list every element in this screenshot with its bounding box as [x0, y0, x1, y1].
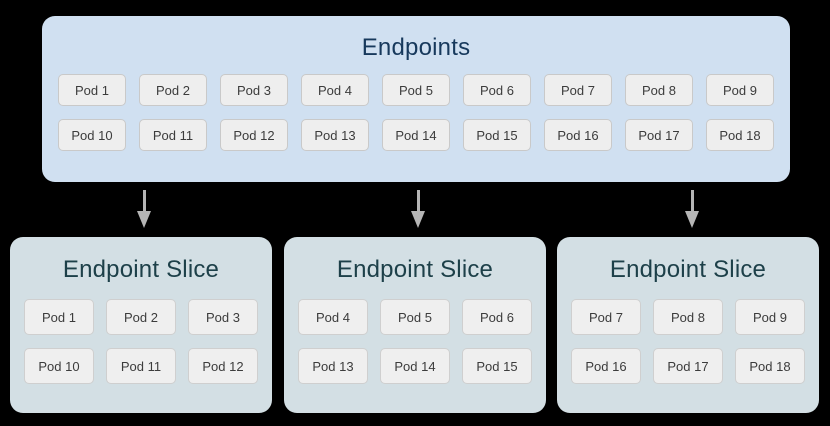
endpoint-slice-title: Endpoint Slice	[336, 256, 494, 283]
pod-chip: Pod 3	[188, 299, 258, 335]
pod-chip: Pod 4	[301, 74, 369, 106]
arrow-shaft	[417, 190, 420, 214]
arrow-head	[137, 211, 151, 228]
pod-chip: Pod 16	[571, 348, 641, 384]
pod-chip: Pod 6	[462, 299, 532, 335]
pod-chip: Pod 10	[58, 119, 126, 151]
endpoint-slice-container: Endpoint Slice Pod 7 Pod 8 Pod 9 Pod 16 …	[557, 237, 819, 413]
pod-chip: Pod 7	[544, 74, 612, 106]
endpoints-container: Endpoints Pod 1 Pod 2 Pod 3 Pod 4 Pod 5 …	[42, 16, 790, 182]
endpoints-pod-grid: Pod 1 Pod 2 Pod 3 Pod 4 Pod 5 Pod 6 Pod …	[42, 74, 790, 164]
arrow-head	[685, 211, 699, 228]
pod-chip: Pod 14	[382, 119, 450, 151]
arrow-down-icon	[682, 190, 702, 228]
pod-chip: Pod 10	[24, 348, 94, 384]
endpoint-slice-title: Endpoint Slice	[609, 256, 767, 283]
pod-chip: Pod 9	[735, 299, 805, 335]
arrow-shaft	[691, 190, 694, 214]
pod-chip: Pod 6	[463, 74, 531, 106]
endpoints-pod-row: Pod 1 Pod 2 Pod 3 Pod 4 Pod 5 Pod 6 Pod …	[42, 74, 790, 106]
endpoint-slice-pod-grid: Pod 4 Pod 5 Pod 6 Pod 13 Pod 14 Pod 15	[284, 299, 546, 397]
endpoint-slice-pod-grid: Pod 7 Pod 8 Pod 9 Pod 16 Pod 17 Pod 18	[557, 299, 819, 397]
arrow-down-icon	[134, 190, 154, 228]
arrow-shaft	[143, 190, 146, 214]
arrow-down-icon	[408, 190, 428, 228]
pod-chip: Pod 5	[382, 74, 450, 106]
endpoints-title: Endpoints	[361, 34, 471, 61]
pod-chip: Pod 17	[625, 119, 693, 151]
pod-chip: Pod 12	[220, 119, 288, 151]
endpoint-slice-pod-row: Pod 16 Pod 17 Pod 18	[557, 348, 819, 384]
pod-chip: Pod 16	[544, 119, 612, 151]
pod-chip: Pod 18	[735, 348, 805, 384]
pod-chip: Pod 11	[106, 348, 176, 384]
endpoint-slice-pod-row: Pod 7 Pod 8 Pod 9	[557, 299, 819, 335]
pod-chip: Pod 1	[24, 299, 94, 335]
pod-chip: Pod 13	[298, 348, 368, 384]
pod-chip: Pod 7	[571, 299, 641, 335]
arrow-head	[411, 211, 425, 228]
pod-chip: Pod 3	[220, 74, 288, 106]
pod-chip: Pod 15	[463, 119, 531, 151]
pod-chip: Pod 1	[58, 74, 126, 106]
pod-chip: Pod 5	[380, 299, 450, 335]
endpoint-slice-pod-row: Pod 13 Pod 14 Pod 15	[284, 348, 546, 384]
pod-chip: Pod 15	[462, 348, 532, 384]
pod-chip: Pod 2	[106, 299, 176, 335]
pod-chip: Pod 13	[301, 119, 369, 151]
endpoint-slice-pod-row: Pod 1 Pod 2 Pod 3	[10, 299, 272, 335]
endpoint-slice-container: Endpoint Slice Pod 1 Pod 2 Pod 3 Pod 10 …	[10, 237, 272, 413]
pod-chip: Pod 2	[139, 74, 207, 106]
pod-chip: Pod 4	[298, 299, 368, 335]
pod-chip: Pod 8	[625, 74, 693, 106]
endpoint-slice-pod-row: Pod 10 Pod 11 Pod 12	[10, 348, 272, 384]
pod-chip: Pod 9	[706, 74, 774, 106]
endpoint-slice-container: Endpoint Slice Pod 4 Pod 5 Pod 6 Pod 13 …	[284, 237, 546, 413]
pod-chip: Pod 12	[188, 348, 258, 384]
endpoint-slice-pod-grid: Pod 1 Pod 2 Pod 3 Pod 10 Pod 11 Pod 12	[10, 299, 272, 397]
endpoints-pod-row: Pod 10 Pod 11 Pod 12 Pod 13 Pod 14 Pod 1…	[42, 119, 790, 151]
pod-chip: Pod 11	[139, 119, 207, 151]
endpoint-slice-pod-row: Pod 4 Pod 5 Pod 6	[284, 299, 546, 335]
endpoint-slice-title: Endpoint Slice	[62, 256, 220, 283]
pod-chip: Pod 18	[706, 119, 774, 151]
pod-chip: Pod 17	[653, 348, 723, 384]
pod-chip: Pod 14	[380, 348, 450, 384]
pod-chip: Pod 8	[653, 299, 723, 335]
